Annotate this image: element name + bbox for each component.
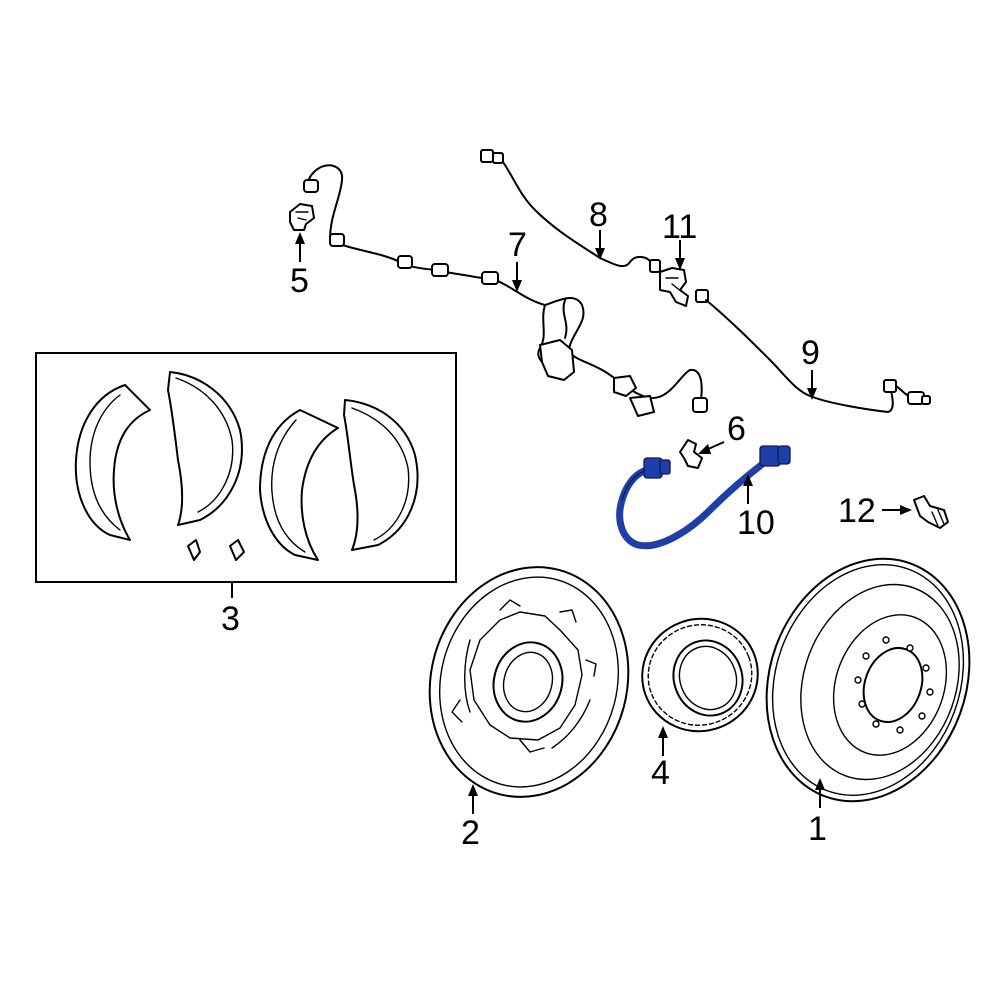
part-9-abs-sensor-cable[interactable]	[695, 289, 931, 413]
part-2-backing-plate[interactable]	[404, 545, 653, 820]
callout-12: 12	[838, 492, 876, 530]
callout-8: 8	[589, 196, 608, 234]
callout-2: 2	[461, 814, 480, 852]
part-12-bleeder-screw[interactable]	[882, 495, 949, 529]
callout-9: 9	[801, 334, 820, 372]
part-10-brake-hose[interactable]	[616, 445, 791, 550]
callout-7: 7	[508, 226, 527, 264]
callout-4: 4	[651, 754, 670, 792]
callout-10: 10	[737, 504, 775, 542]
part-4-tone-ring[interactable]	[626, 603, 773, 748]
callout-11: 11	[662, 208, 697, 246]
callout-5: 5	[290, 262, 309, 300]
part-1-brake-drum[interactable]	[733, 530, 1000, 830]
callout-6: 6	[727, 410, 746, 448]
callout-3: 3	[221, 600, 240, 638]
part-11-bracket[interactable]	[659, 240, 689, 307]
part-7-abs-sensor-harness[interactable]	[303, 164, 708, 417]
part-5-sensor-clip[interactable]	[289, 203, 315, 262]
part-3-brake-shoe-set[interactable]	[35, 352, 457, 583]
part-8-abs-sensor-cable[interactable]	[480, 149, 661, 273]
part-6-hose-clip[interactable]	[679, 439, 725, 469]
callout-1: 1	[808, 810, 827, 848]
